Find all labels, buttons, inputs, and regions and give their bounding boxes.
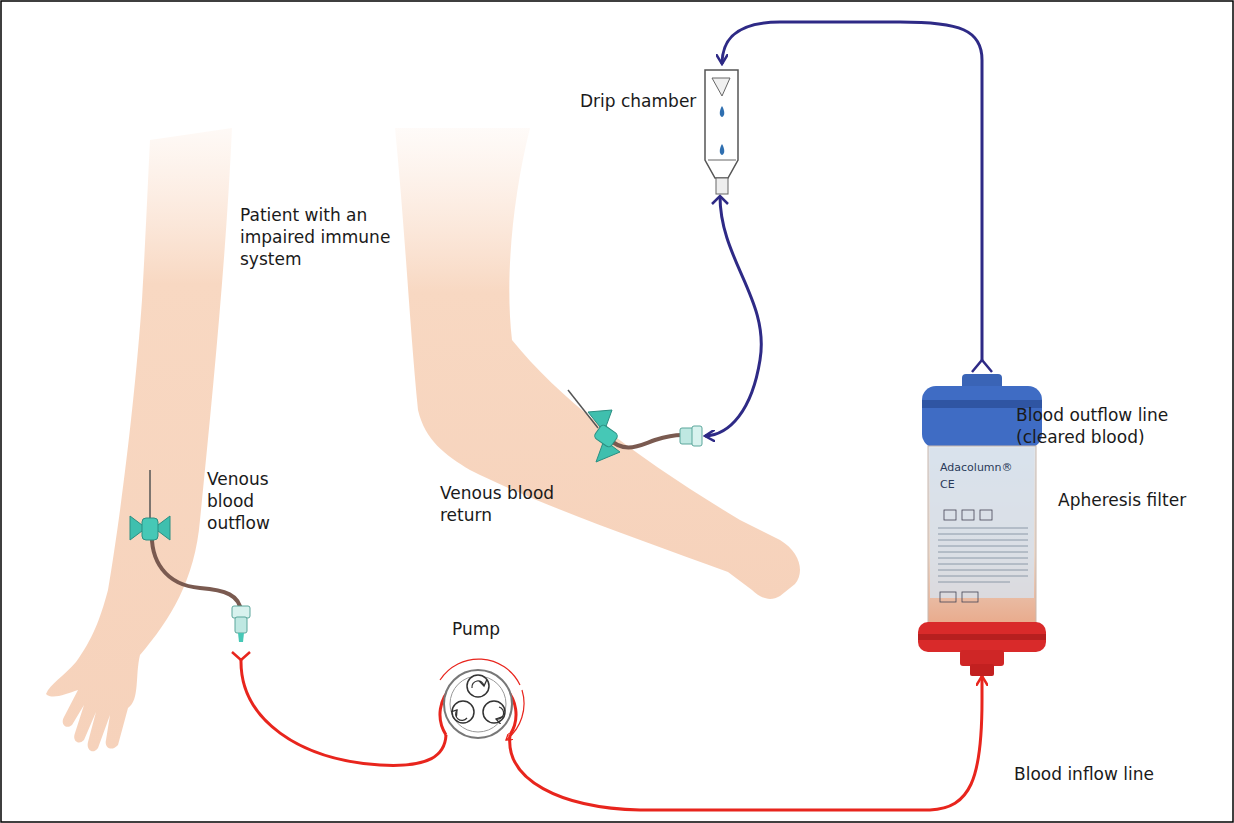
filter-label: Apheresis filter (1058, 489, 1228, 511)
brand-label: Adacolumn® (940, 461, 1030, 474)
pump-label: Pump (452, 618, 512, 640)
drip-chamber-label: Drip chamber (580, 90, 698, 112)
return-site-label: Venous blood return (440, 482, 575, 526)
mark-label: CE (940, 478, 980, 491)
inflow-line-label: Blood inflow line (1014, 763, 1204, 785)
patient-label: Patient with an impaired immune system (240, 204, 408, 270)
outflow-site-label: Venous blood outflow (207, 468, 287, 534)
outflow-line-label: Blood outflow line (cleared blood) (1016, 404, 1216, 448)
